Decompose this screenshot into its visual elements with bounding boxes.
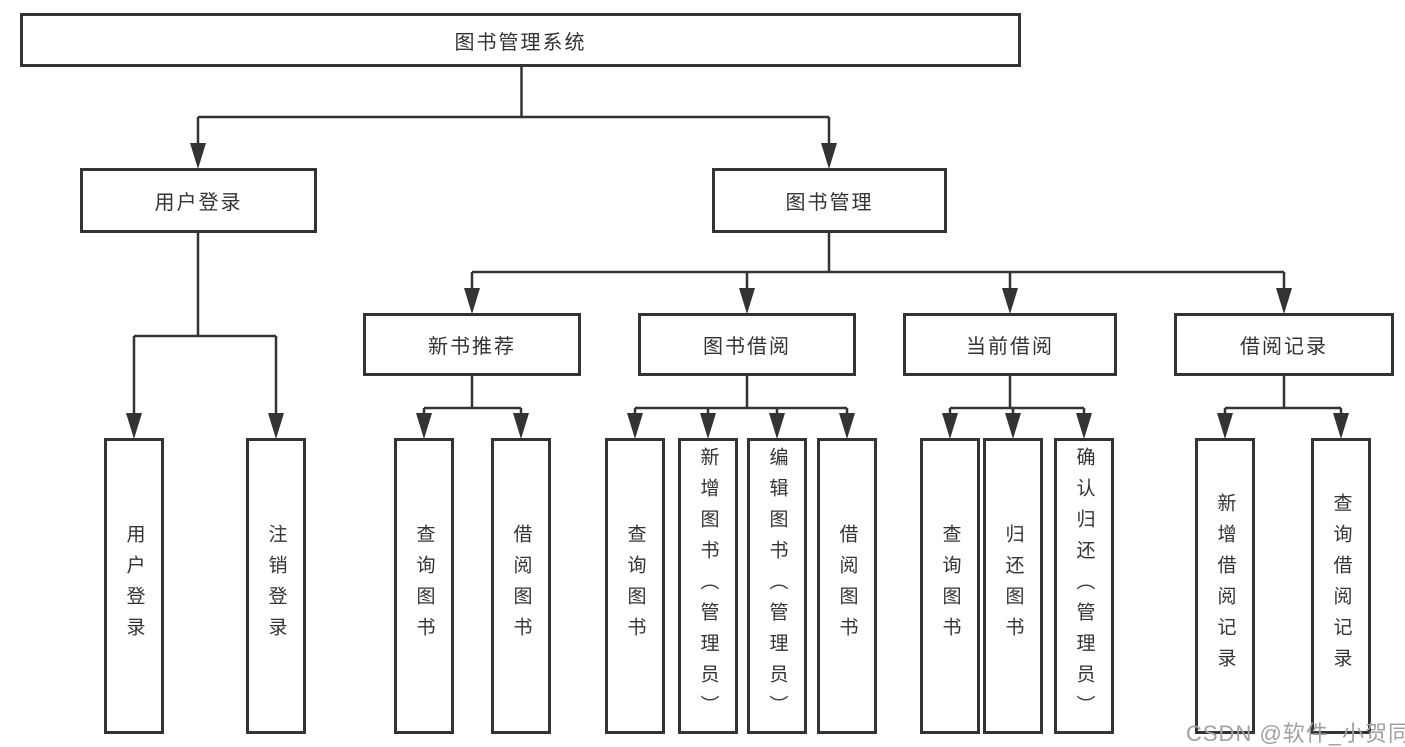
leaf-query-books-1: 查询图书 (394, 438, 454, 734)
connector-current-borrow-to-leaves (942, 376, 1092, 439)
watermark: CSDN @软件_小贺同学 (1186, 721, 1405, 746)
leaf-borrow-books-2: 借阅图书 (817, 438, 877, 734)
leaf-query-borrow-record: 查询借阅记录 (1311, 438, 1371, 734)
leaf-logout-login: 注销登录 (246, 438, 306, 734)
node-new-book-recommend: 新书推荐 (363, 313, 581, 376)
node-root: 图书管理系统 (20, 13, 1021, 67)
arrowhead-icon (839, 413, 855, 439)
leaf-user-login: 用户登录 (104, 438, 164, 734)
leaf-add-book-admin: 新增图书（管理员） (678, 438, 738, 734)
arrowhead-icon (942, 413, 958, 439)
arrowhead-icon (769, 413, 785, 439)
arrowhead-icon (513, 413, 529, 439)
leaf-confirm-return-admin: 确认归还（管理员） (1054, 438, 1114, 734)
connector-book-management-to-level3 (464, 233, 1292, 314)
connector-new-book-recommend-to-leaves (416, 376, 529, 439)
arrowhead-icon (464, 288, 480, 314)
node-borrow-records: 借阅记录 (1174, 313, 1394, 376)
leaf-query-books-3: 查询图书 (920, 438, 980, 734)
arrowhead-icon (739, 288, 755, 314)
leaf-borrow-books-1: 借阅图书 (491, 438, 551, 734)
arrowhead-icon (126, 413, 142, 439)
arrowhead-icon (190, 143, 206, 169)
connector-borrow-records-to-leaves (1217, 376, 1349, 439)
leaf-add-borrow-record: 新增借阅记录 (1195, 438, 1255, 734)
arrowhead-icon (416, 413, 432, 439)
arrowhead-icon (1005, 413, 1021, 439)
arrowhead-icon (1217, 413, 1233, 439)
arrowhead-icon (268, 413, 284, 439)
arrowhead-icon (1002, 288, 1018, 314)
connector-book-borrow-to-leaves (627, 376, 855, 439)
arrowhead-icon (821, 143, 837, 169)
arrowhead-icon (1333, 413, 1349, 439)
arrowhead-icon (700, 413, 716, 439)
node-current-borrow: 当前借阅 (903, 313, 1117, 376)
connector-root-to-level2 (190, 66, 837, 169)
node-book-management: 图书管理 (712, 168, 947, 233)
arrowhead-icon (627, 413, 643, 439)
connector-user-login-to-leaves (126, 233, 284, 439)
arrowhead-icon (1076, 413, 1092, 439)
node-book-borrow: 图书借阅 (638, 313, 856, 376)
leaf-query-books-2: 查询图书 (605, 438, 665, 734)
leaf-return-books: 归还图书 (983, 438, 1043, 734)
node-user-login: 用户登录 (80, 168, 317, 233)
arrowhead-icon (1276, 288, 1292, 314)
leaf-edit-book-admin: 编辑图书（管理员） (747, 438, 807, 734)
